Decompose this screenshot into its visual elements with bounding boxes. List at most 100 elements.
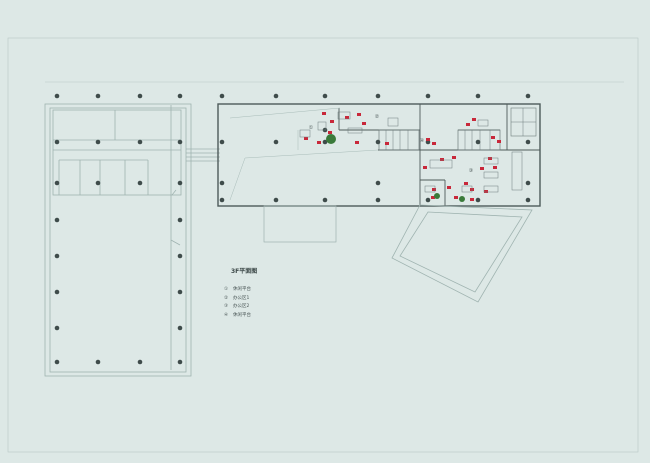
column-marker — [273, 139, 279, 145]
column-marker — [95, 359, 101, 365]
chair-marker — [432, 142, 436, 145]
column-marker — [137, 139, 143, 145]
chair-marker — [355, 141, 359, 144]
column-marker — [54, 180, 60, 186]
legend: ① 休闲平台 ② 办公区1 ③ 办公区2 ④ 休闲平台 — [224, 286, 251, 320]
main-building — [217, 103, 541, 207]
column-marker — [525, 139, 531, 145]
chair-marker — [317, 141, 321, 144]
table-outline — [337, 111, 351, 120]
legend-number: ① — [224, 287, 229, 292]
chair-marker — [480, 167, 484, 170]
room-tag-3: ③ — [469, 168, 473, 174]
column-marker — [375, 180, 381, 186]
table-outline — [483, 171, 499, 179]
chair-marker — [447, 186, 451, 189]
chair-marker — [488, 157, 492, 160]
column-marker — [219, 139, 225, 145]
plan-title: 3F平面图 — [231, 268, 258, 275]
rotated-terrace — [391, 204, 533, 303]
chair-marker — [440, 158, 444, 161]
chair-marker — [432, 188, 436, 191]
legend-item: ① 休闲平台 — [224, 286, 251, 295]
table-outline — [483, 157, 499, 165]
chair-marker — [345, 116, 349, 119]
column-marker — [177, 217, 183, 223]
column-marker — [425, 197, 431, 203]
legend-number: ② — [224, 295, 229, 301]
column-marker — [137, 93, 143, 99]
chair-marker — [385, 142, 389, 145]
column-marker — [322, 197, 328, 203]
column-marker — [375, 197, 381, 203]
column-marker — [177, 180, 183, 186]
column-marker — [54, 289, 60, 295]
room-tags: ① ② ③ ④ — [309, 114, 473, 174]
column-marker — [95, 139, 101, 145]
left-building — [44, 103, 192, 377]
chair-marker — [497, 140, 501, 143]
chair-marker — [472, 118, 476, 121]
chair-marker — [322, 112, 326, 115]
chair-marker — [464, 182, 468, 185]
legend-number: ③ — [224, 304, 229, 310]
column-marker — [475, 93, 481, 99]
column-marker — [425, 93, 431, 99]
legend-label: 办公区2 — [233, 304, 250, 310]
column-marker — [322, 139, 328, 145]
table-outline — [477, 119, 489, 127]
column-marker — [177, 139, 183, 145]
chair-marker — [454, 196, 458, 199]
table-outline — [347, 127, 363, 134]
structural-columns — [54, 93, 531, 365]
column-marker — [137, 359, 143, 365]
column-marker — [475, 197, 481, 203]
column-marker — [177, 253, 183, 259]
column-marker — [95, 180, 101, 186]
column-marker — [219, 197, 225, 203]
column-marker — [54, 359, 60, 365]
planter-icon — [459, 196, 465, 202]
table-outline — [299, 129, 311, 138]
table-outline — [461, 185, 473, 193]
chair-marker — [357, 113, 361, 116]
column-marker — [475, 139, 481, 145]
legend-label: 休闲平台 — [233, 287, 251, 292]
room-tag-1: ① — [309, 125, 314, 131]
legend-item: ③ 办公区2 — [224, 303, 251, 312]
column-marker — [54, 217, 60, 223]
chair-marker — [426, 138, 430, 141]
lower-extension — [263, 205, 337, 243]
column-marker — [54, 253, 60, 259]
column-marker — [375, 93, 381, 99]
table-outline — [387, 117, 399, 127]
chair-marker — [362, 122, 366, 125]
planter-icon — [434, 193, 440, 199]
column-marker — [273, 197, 279, 203]
room-tag-4: ④ — [420, 138, 425, 144]
room-tag-2: ② — [375, 114, 380, 120]
chair-marker — [484, 190, 488, 193]
column-marker — [177, 289, 183, 295]
column-marker — [95, 93, 101, 99]
table-outline — [511, 151, 523, 191]
column-marker — [177, 325, 183, 331]
column-marker — [54, 93, 60, 99]
column-marker — [137, 180, 143, 186]
chair-marker — [452, 156, 456, 159]
chair-marker — [423, 166, 427, 169]
furniture-group — [299, 111, 523, 202]
column-marker — [525, 180, 531, 186]
column-marker — [219, 93, 225, 99]
chair-marker — [470, 198, 474, 201]
chair-marker — [431, 196, 435, 199]
column-marker — [525, 197, 531, 203]
column-marker — [273, 93, 279, 99]
column-marker — [375, 139, 381, 145]
chair-marker — [491, 136, 495, 139]
chair-marker — [493, 166, 497, 169]
connecting-bridge — [171, 148, 220, 196]
legend-item: ② 办公区1 — [224, 295, 251, 304]
column-marker — [525, 93, 531, 99]
chair-marker — [304, 137, 308, 140]
